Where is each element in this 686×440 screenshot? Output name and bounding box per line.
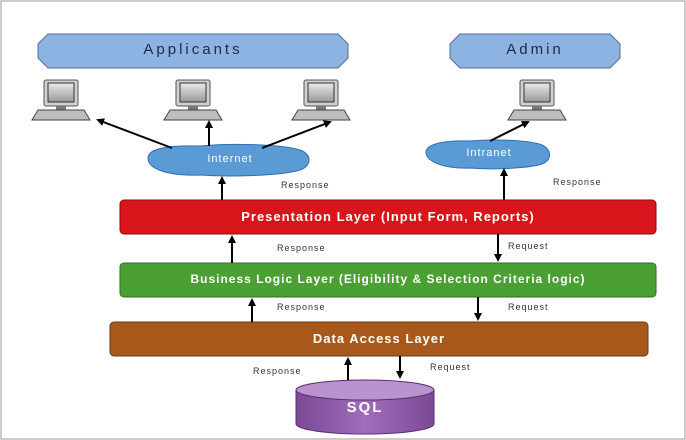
admin-banner (449, 33, 621, 69)
intranet-label: Intranet (466, 147, 512, 159)
request-label: Request (508, 241, 549, 251)
response-label: Response (277, 302, 326, 312)
request-label: Request (508, 302, 549, 312)
sql-label: SQL (346, 399, 384, 416)
internet-label: Internet (207, 153, 253, 165)
arrow-internet-to-computer (261, 120, 332, 149)
admin-label: Admin (506, 41, 564, 58)
applicants-banner (37, 33, 349, 69)
response-label: Response (277, 243, 326, 253)
arrow-internet-to-computer (96, 118, 173, 149)
request-label: Request (430, 362, 471, 372)
intranet-cloud (425, 139, 550, 170)
business-logic-layer-label: Business Logic Layer (Eligibility & Sele… (190, 272, 586, 286)
presentation-layer-bar (119, 199, 657, 235)
presentation-layer-label: Presentation Layer (Input Form, Reports) (241, 209, 535, 224)
internet-cloud (147, 143, 310, 177)
computer-icon (507, 79, 567, 121)
sql-database (295, 379, 435, 435)
business-logic-layer-bar (119, 262, 657, 298)
applicants-label: Applicants (143, 41, 243, 58)
response-label: Response (281, 180, 330, 190)
data-access-layer-label: Data Access Layer (312, 331, 446, 346)
arrow-intranet-to-computer (489, 121, 530, 142)
computer-icon (163, 79, 223, 121)
response-label: Response (253, 366, 302, 376)
computer-icon (291, 79, 351, 121)
data-access-layer-bar (109, 321, 649, 357)
response-label: Response (553, 177, 602, 187)
computer-icon (31, 79, 91, 121)
